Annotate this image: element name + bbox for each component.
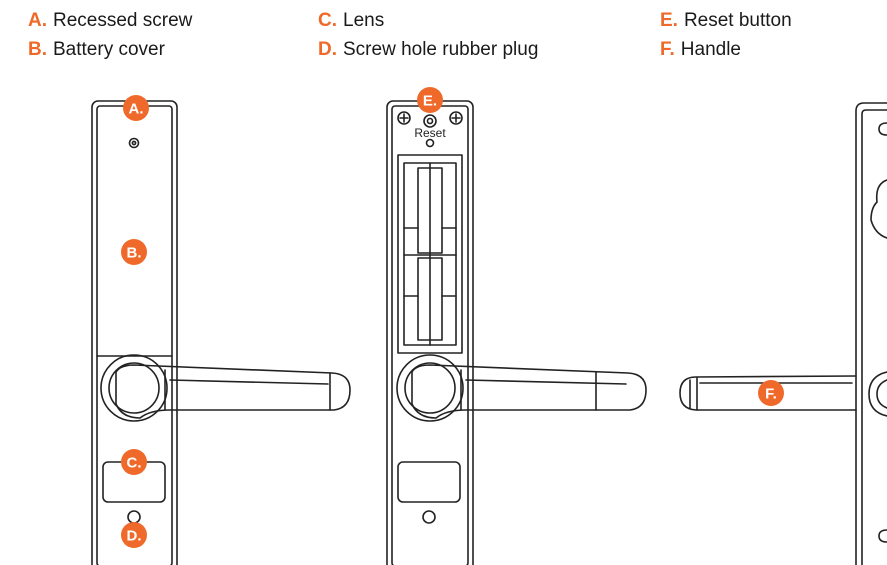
side-plate-outline: [855, 102, 887, 565]
legend-column-1: A. Recessed screw B. Battery cover: [28, 6, 192, 64]
handle-edge-line: [169, 379, 329, 385]
callout-e: E.: [417, 87, 443, 113]
legend-item-c: C. Lens: [318, 6, 538, 35]
battery-compartment: [397, 154, 463, 354]
handle-rosette-inner: [404, 362, 456, 414]
corner-screw-cross: [451, 113, 461, 123]
side-plate-detail: [878, 122, 887, 136]
callout-d: D.: [121, 522, 147, 548]
callout-b: B.: [121, 239, 147, 265]
back-view: [386, 100, 647, 565]
side-plate-detail: [878, 529, 887, 543]
callout-label: E.: [423, 93, 437, 110]
side-view: [679, 102, 887, 565]
legend-label: Reset button: [683, 10, 792, 31]
reset-button-icon: [423, 114, 437, 128]
handle-rosette-outer: [100, 354, 168, 422]
screw-hole-plug-icon: [127, 510, 141, 524]
legend-label: Recessed screw: [53, 10, 193, 31]
callout-badge-bg: [121, 449, 147, 475]
callout-label: C.: [127, 455, 142, 472]
legend-item-e: E.Reset button: [660, 6, 792, 35]
side-rosette-inner: [876, 379, 887, 409]
legend-letter: A.: [28, 10, 47, 31]
callout-badge-bg: [417, 87, 443, 113]
legend-column-2: C. Lens D. Screw hole rubber plug: [318, 6, 538, 64]
callout-a: A.: [123, 95, 149, 121]
side-plate-detail: [870, 179, 887, 239]
legend-item-f: F.Handle: [660, 35, 792, 64]
legend-letter: D.: [318, 39, 337, 60]
legend-letter: E.: [660, 10, 678, 31]
side-plate-inner: [861, 109, 887, 565]
battery-slot-lower: [417, 257, 443, 341]
screw-hole-icon: [422, 510, 436, 524]
legend-label: Battery cover: [53, 39, 165, 60]
handle-rosette-outer: [396, 354, 464, 422]
recessed-screw-center: [131, 140, 137, 146]
legend-label: Lens: [343, 10, 385, 31]
callout-label: A.: [129, 101, 144, 118]
callout-badge-bg: [121, 239, 147, 265]
legend-letter: B.: [28, 39, 47, 60]
recessed-screw-icon: [128, 137, 140, 149]
reset-label: Reset: [414, 126, 446, 140]
corner-screw-cross: [399, 113, 409, 123]
callout-c: C.: [121, 449, 147, 475]
callout-label: F.: [765, 386, 777, 403]
callout-label: D.: [127, 528, 142, 545]
callout-f: F.: [758, 380, 784, 406]
handle-lever: [115, 364, 351, 419]
reset-hole-icon: [425, 138, 435, 148]
side-rosette: [868, 371, 887, 417]
legend-column-3: E.Reset button F.Handle: [660, 6, 792, 64]
legend-letter: F.: [660, 39, 675, 60]
legend-item-b: B. Battery cover: [28, 35, 192, 64]
side-handle: [679, 375, 857, 411]
corner-screw-icon: [449, 111, 463, 125]
callout-badge-bg: [758, 380, 784, 406]
legend-item-a: A. Recessed screw: [28, 6, 192, 35]
callout-label: B.: [127, 245, 142, 262]
legend-label: Handle: [680, 39, 741, 60]
front-plate-inner: [96, 105, 173, 565]
legend-item-d: D. Screw hole rubber plug: [318, 35, 538, 64]
legend-label: Screw hole rubber plug: [343, 39, 539, 60]
lens-window: [397, 461, 461, 503]
handle-rosette-inner: [108, 362, 160, 414]
callout-badge-bg: [123, 95, 149, 121]
handle-edge-line: [465, 379, 627, 385]
corner-screw-icon: [397, 111, 411, 125]
callout-badge-bg: [121, 522, 147, 548]
reset-button-center: [426, 117, 434, 125]
handle-lever: [411, 364, 647, 419]
battery-slot-upper: [417, 167, 443, 254]
legend-letter: C.: [318, 10, 337, 31]
front-view: [91, 100, 351, 565]
